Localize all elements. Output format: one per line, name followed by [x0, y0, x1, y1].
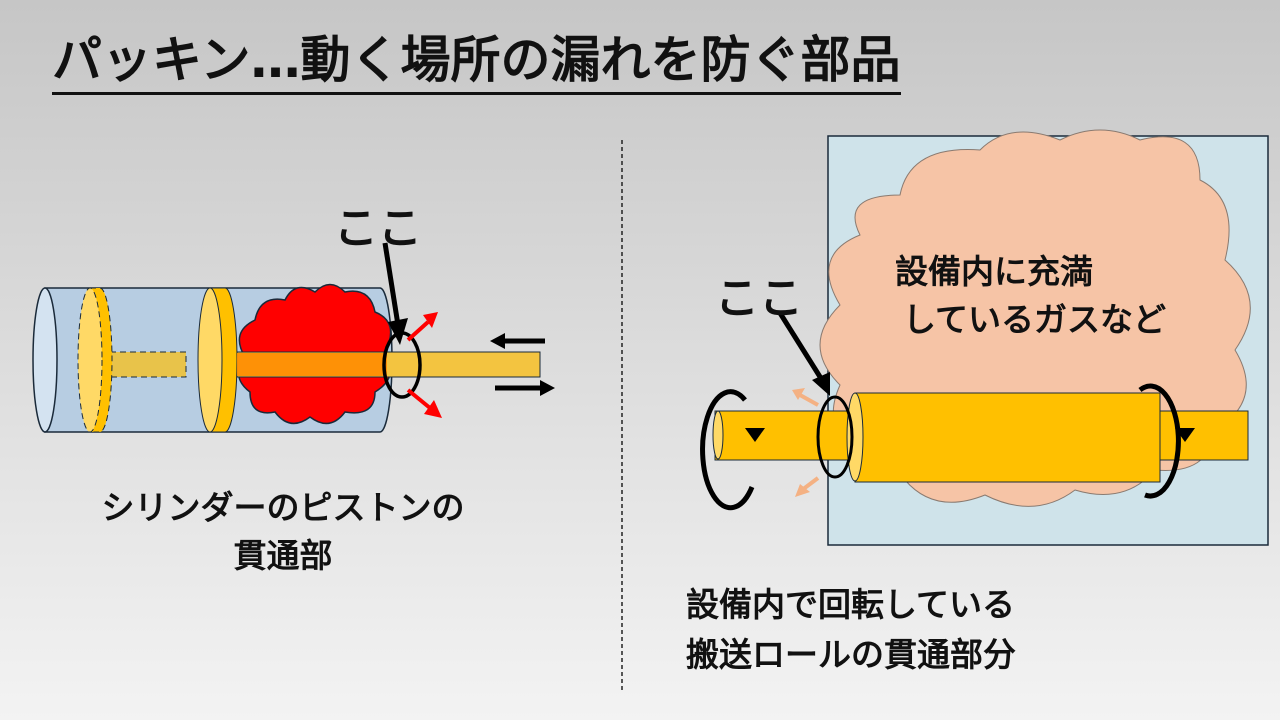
gas-label: 設備内に充満 しているガスなど: [895, 248, 1166, 344]
left-caption-line2: 貫通部: [233, 536, 333, 575]
gas-label-line2: しているガスなど: [903, 300, 1167, 339]
roller-diagram: [700, 129, 1269, 546]
dashed-rod: [109, 351, 187, 378]
left-pointer-label: ここ: [334, 203, 422, 254]
right-caption-line2: 搬送ロールの貫通部分: [686, 635, 1016, 674]
cylinder-end: [32, 287, 58, 433]
rotation-arrow: [700, 389, 755, 511]
right-caption-line1: 設備内で回転している: [686, 585, 1016, 624]
slide-title: パッキン…動く場所の漏れを防ぐ部品: [52, 30, 901, 95]
motion-arrow-left: [490, 333, 505, 349]
rotation-arrow: [1138, 383, 1181, 499]
roller-body: [854, 392, 1161, 483]
pointer-arrow: [388, 318, 408, 345]
pointer-arrow: [812, 372, 830, 396]
gas-label-line1: 設備内に充満: [895, 252, 1093, 291]
leak-arrow: [423, 312, 438, 328]
leak-arrow: [792, 388, 805, 400]
leak-arrow: [424, 400, 442, 418]
piston-old-position: [77, 287, 103, 433]
piston: [197, 287, 223, 433]
leak-arrow: [795, 484, 810, 497]
seal-ring: [816, 395, 854, 479]
cylinder-diagram: [32, 242, 555, 433]
left-caption: シリンダーのピストンの 貫通部: [48, 484, 518, 580]
right-caption: 設備内で回転している 搬送ロールの貫通部分: [686, 580, 1016, 680]
right-pointer-label: ここ: [715, 273, 803, 324]
motion-arrow-right: [540, 380, 555, 396]
left-caption-line1: シリンダーのピストンの: [101, 488, 465, 527]
